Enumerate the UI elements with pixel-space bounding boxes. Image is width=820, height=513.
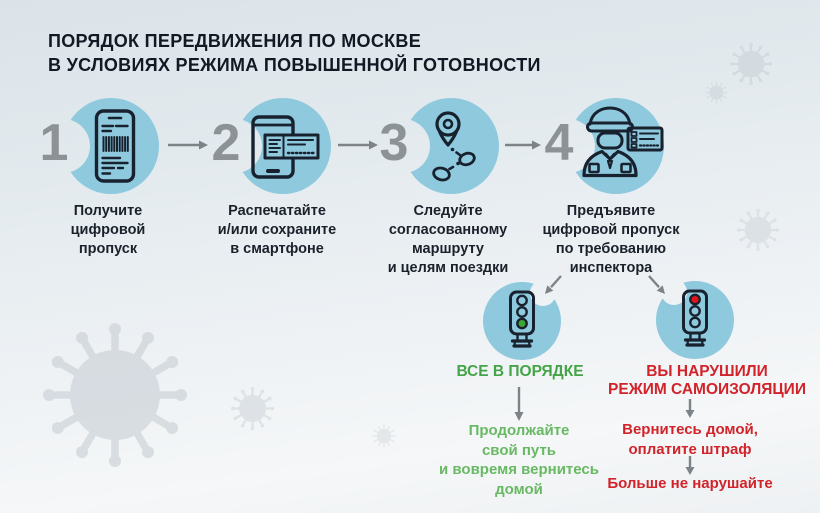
outcome-ok-description: Продолжайте свой путь и вовремя вернитес…: [439, 422, 599, 498]
outcome-violation-step2: Больше не нарушайте: [607, 475, 773, 492]
outcome-ok-title: ВСЕ В ПОРЯДКЕ: [456, 363, 584, 380]
step-label-3: Следуйте согласованному маршруту и целям…: [387, 203, 509, 276]
virus-icon: [729, 42, 773, 86]
arrow-down-icon: [685, 456, 695, 475]
inspector-icon: [568, 98, 664, 194]
outcome-violation-title: ВЫ НАРУШИЛИ РЕЖИМ САМОИЗОЛЯЦИИ: [608, 363, 806, 398]
smartphone-save-icon: [235, 98, 331, 194]
virus-icon: [736, 208, 780, 252]
traffic-light-green-icon: [483, 282, 561, 360]
virus-icon: [40, 320, 190, 470]
outcome-violation-step1: Вернитесь домой, оплатите штраф: [622, 421, 758, 458]
arrow-down-icon: [514, 387, 524, 421]
virus-icon: [705, 81, 728, 104]
page-title: ПОРЯДОК ПЕРЕДВИЖЕНИЯ ПО МОСКВЕ В УСЛОВИЯ…: [48, 31, 541, 75]
arrow-down-icon: [685, 399, 695, 418]
smartphone-pass-icon: [63, 98, 159, 194]
arrow-right-icon: [168, 140, 208, 150]
step-label-1: Получите цифровой пропуск: [70, 203, 146, 257]
arrow-down-right-icon: [648, 275, 665, 294]
step-label-4: Предъявите цифровой пропуск по требовани…: [542, 203, 680, 276]
step-label-2: Распечатайте и/или сохраните в смартфоне: [217, 203, 337, 257]
traffic-light-red-icon: [656, 281, 734, 359]
arrow-right-icon: [505, 140, 541, 150]
virus-icon: [230, 386, 275, 431]
arrow-right-icon: [338, 140, 378, 150]
route-icon: [403, 98, 499, 194]
virus-icon: [372, 424, 396, 448]
